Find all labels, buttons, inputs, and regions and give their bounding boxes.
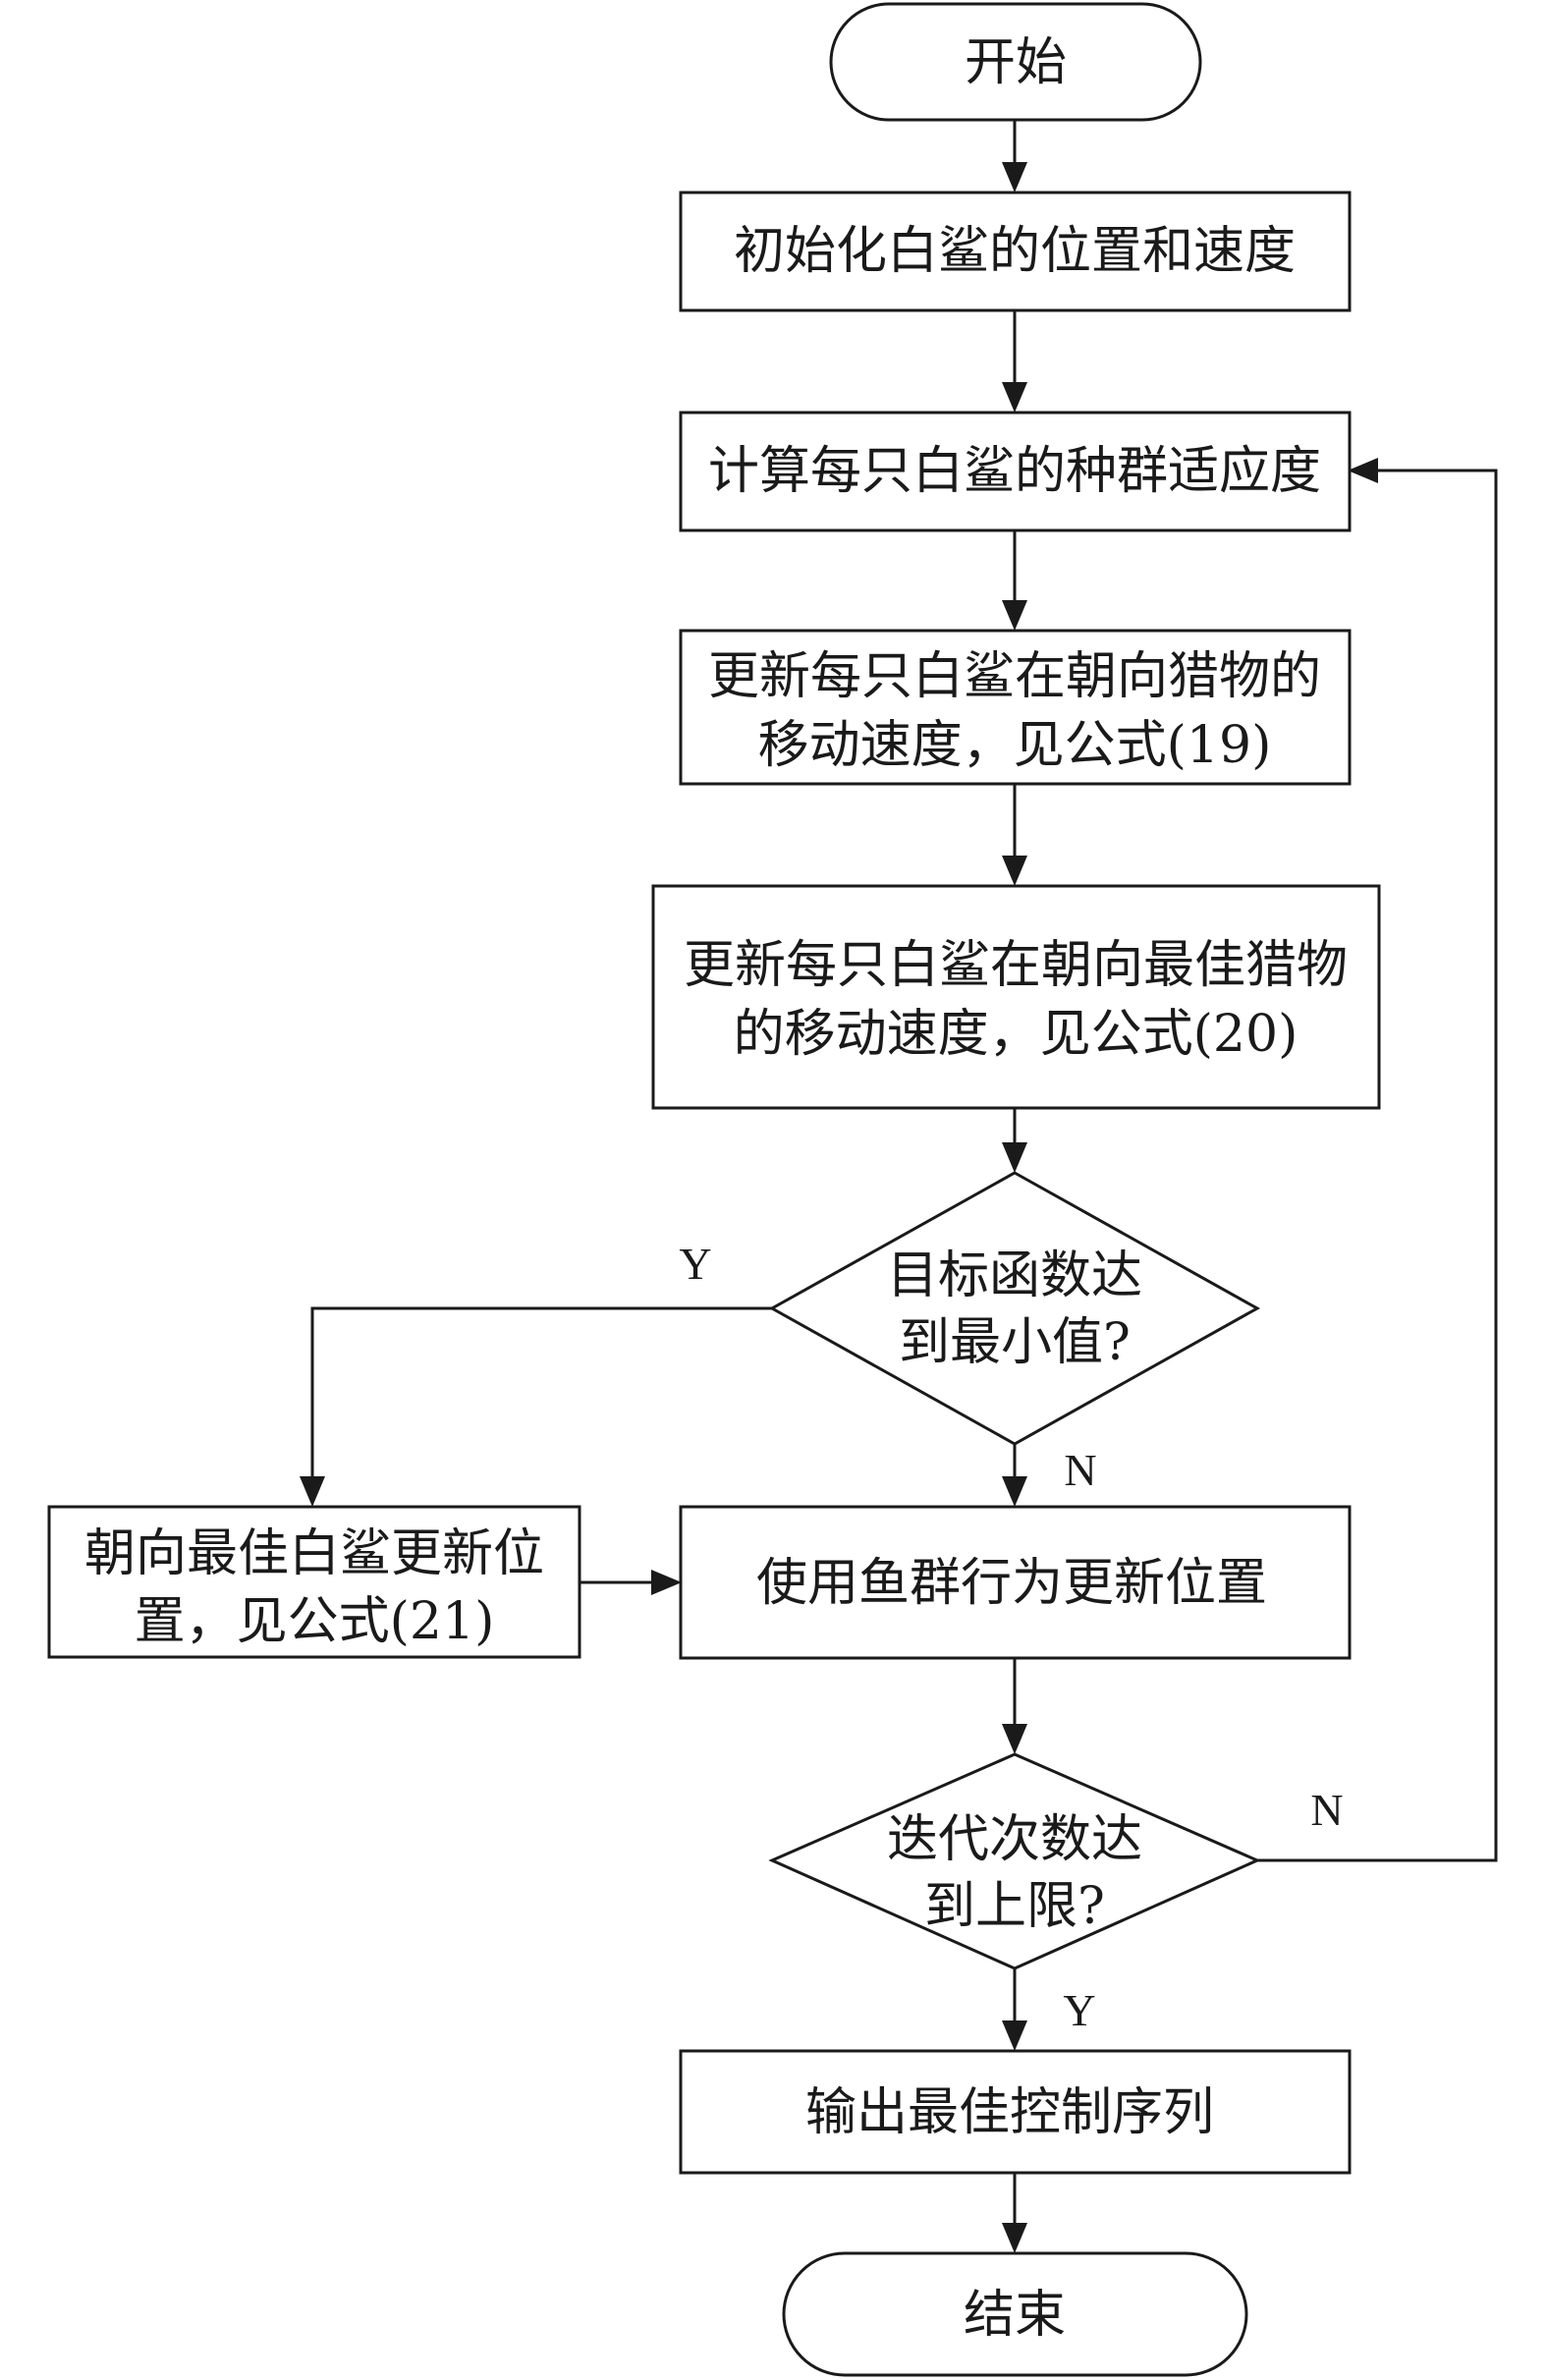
- start-label: 开始: [965, 33, 1067, 92]
- edge-label-min-yes: Y: [679, 1239, 711, 1289]
- decision-min-line-1: 目标函数达: [887, 1246, 1142, 1305]
- arrowhead: [1002, 600, 1027, 631]
- edge-label-iter-yes: Y: [1063, 1985, 1095, 2035]
- update-prey-line-2: 移动速度，见公式(19): [758, 716, 1272, 775]
- edge-label-iter-no: N: [1310, 1785, 1343, 1835]
- decision-min-line-2: 到最小值?: [899, 1313, 1131, 1372]
- edges: [300, 120, 1498, 2253]
- edge-label-min-no: N: [1064, 1445, 1096, 1495]
- decision-iter-line-1: 迭代次数达: [887, 1810, 1142, 1869]
- arrowhead: [300, 1476, 325, 1507]
- fitness-label: 计算每只白鲨的种群适应度: [708, 442, 1321, 501]
- arrowhead: [1002, 2020, 1027, 2051]
- fish-school-node: 使用鱼群行为更新位置: [679, 1505, 1352, 1660]
- end-label: 结束: [964, 2286, 1066, 2345]
- decision-iter-line-2: 到上限?: [924, 1877, 1105, 1936]
- arrowhead: [1002, 382, 1027, 413]
- toward-best-line-2: 置，见公式(21): [135, 1592, 495, 1651]
- arrowhead: [1002, 1724, 1027, 1754]
- arrowhead: [1348, 458, 1378, 483]
- update-prey-line-1: 更新每只白鲨在朝向猎物的: [708, 647, 1321, 706]
- fish-school-label: 使用鱼群行为更新位置: [756, 1554, 1267, 1613]
- start-node: 开始: [829, 2, 1202, 122]
- arrowhead: [1002, 162, 1027, 193]
- init-label: 初始化白鲨的位置和速度: [734, 222, 1296, 281]
- arrowhead: [1002, 856, 1027, 886]
- edge-decision-yes: [310, 1306, 772, 1501]
- update-best-prey-node: 更新每只白鲨在朝向最佳猎物 的移动速度，见公式(20): [651, 884, 1381, 1110]
- output-label: 输出最佳控制序列: [805, 2083, 1214, 2142]
- end-node: 结束: [782, 2251, 1248, 2377]
- arrowhead: [1002, 2223, 1027, 2253]
- fitness-node: 计算每只白鲨的种群适应度: [679, 411, 1352, 532]
- edge-iter-no-loop: [1257, 469, 1498, 1862]
- toward-best-line-1: 朝向最佳白鲨更新位: [84, 1524, 544, 1583]
- output-node: 输出最佳控制序列: [679, 2049, 1352, 2175]
- decision-min-node: 目标函数达 到最小值?: [768, 1171, 1261, 1446]
- update-best-prey-line-2: 的移动速度，见公式(20): [734, 1005, 1298, 1064]
- arrowhead: [1002, 1476, 1027, 1507]
- init-node: 初始化白鲨的位置和速度: [679, 191, 1352, 312]
- decision-iter-node: 迭代次数达 到上限?: [768, 1752, 1261, 1970]
- update-prey-node: 更新每只白鲨在朝向猎物的 移动速度，见公式(19): [679, 629, 1352, 786]
- arrowhead: [651, 1570, 682, 1595]
- update-best-prey-line-1: 更新每只白鲨在朝向最佳猎物: [684, 936, 1348, 995]
- toward-best-node: 朝向最佳白鲨更新位 置，见公式(21): [47, 1505, 581, 1659]
- arrowhead: [1002, 1142, 1027, 1173]
